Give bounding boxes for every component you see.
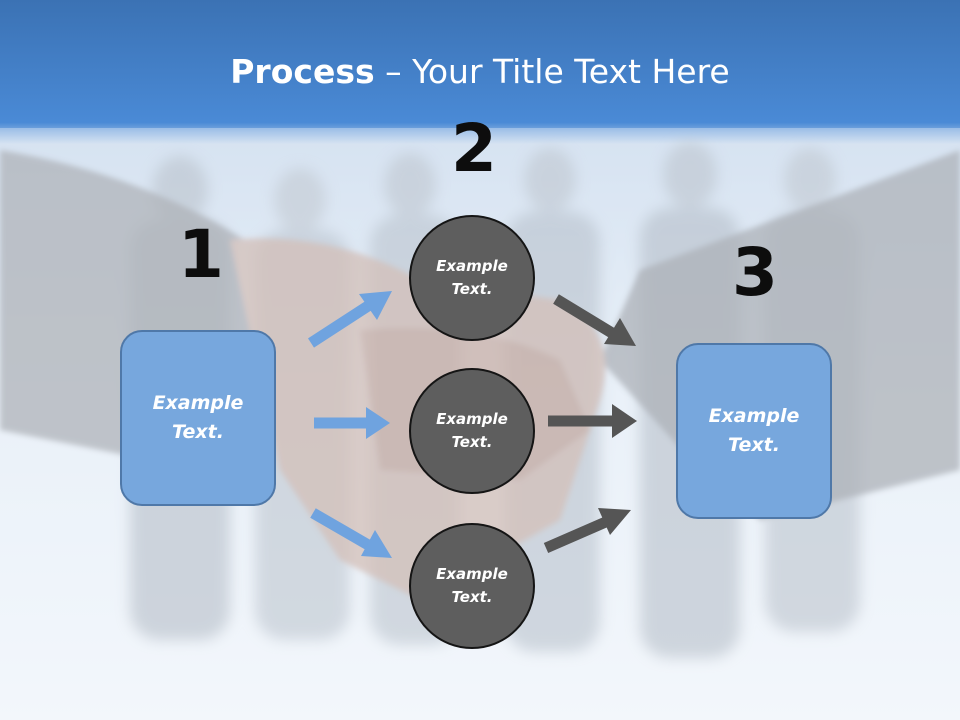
step-number-1: 1	[178, 216, 224, 293]
slide-title: Process – Your Title Text Here	[0, 52, 960, 91]
title-rest: – Your Title Text Here	[374, 52, 730, 91]
title-bold: Process	[230, 52, 375, 91]
step-number-3: 3	[732, 234, 778, 311]
step-number-2: 2	[451, 110, 497, 187]
